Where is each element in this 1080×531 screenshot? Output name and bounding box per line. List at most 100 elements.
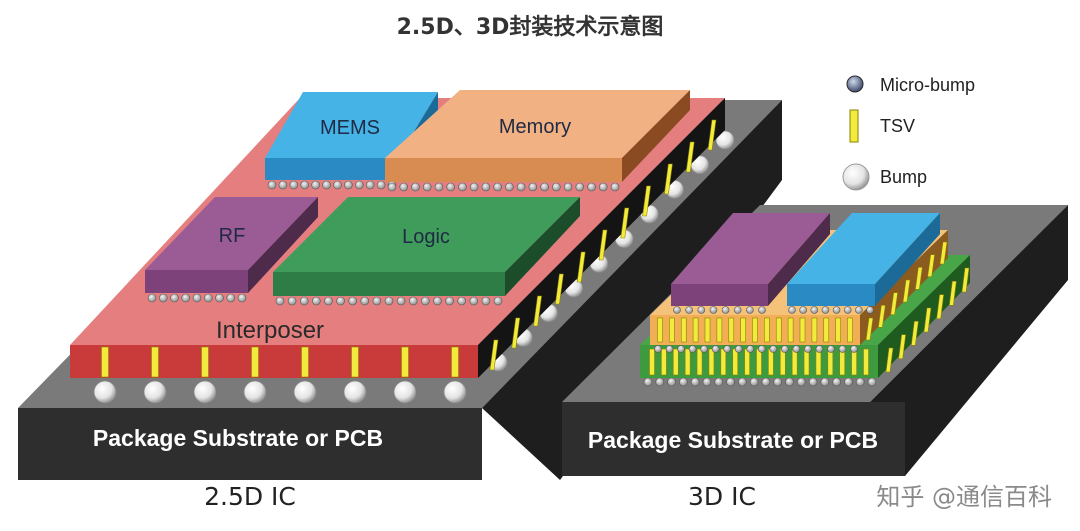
micro-bump <box>610 182 620 192</box>
tsv <box>740 317 746 343</box>
micro-bump <box>796 377 806 387</box>
micro-bump <box>446 182 455 192</box>
micro-bump <box>867 377 877 387</box>
tsv <box>803 348 810 376</box>
tsv <box>598 229 608 261</box>
tsv <box>914 267 923 290</box>
tsv <box>768 348 774 376</box>
micro-bump <box>300 180 310 190</box>
chip-memory: Memory <box>385 90 690 182</box>
micro-bump <box>746 345 755 353</box>
micro-bump <box>384 296 394 306</box>
tsv <box>851 348 857 376</box>
micro-bump <box>749 377 759 387</box>
micro-bump <box>821 306 830 314</box>
tsv <box>696 348 703 376</box>
micro-bump <box>411 182 420 192</box>
micro-bump <box>757 345 766 353</box>
micro-bump <box>354 180 364 190</box>
micro-bump <box>422 182 432 192</box>
micro-bump <box>215 293 224 303</box>
bump-ball <box>293 380 317 404</box>
micro-bump <box>372 296 382 306</box>
micro-bump <box>408 296 418 306</box>
bump-ball <box>343 380 367 404</box>
micro-bump <box>203 293 213 303</box>
micro-bump <box>738 377 747 387</box>
tsv <box>555 273 564 305</box>
micro-bump <box>655 377 665 387</box>
micro-bump <box>688 345 697 353</box>
chip-blue-3d <box>787 213 940 306</box>
micro-bump <box>505 182 514 192</box>
bump-ball <box>243 380 267 404</box>
micro-bump <box>563 182 573 192</box>
micro-bump <box>493 182 502 192</box>
micro-bump <box>528 182 538 192</box>
micro-bump <box>792 345 801 353</box>
micro-bump <box>723 345 731 353</box>
micro-bump <box>804 345 812 353</box>
micro-bump <box>697 306 706 314</box>
tsv <box>791 348 798 376</box>
tsv <box>948 281 957 306</box>
micro-bump <box>702 377 712 387</box>
tsv <box>707 119 717 151</box>
tsv <box>961 267 970 293</box>
chip-label-rf: RF <box>219 225 246 247</box>
tsv <box>533 295 542 327</box>
ic-2-5d: Package Substrate or PCB Interposer MEMS <box>18 90 782 511</box>
micro-bump <box>587 182 596 192</box>
tsv <box>732 348 739 376</box>
micro-bump <box>700 345 708 353</box>
micro-bumps-3d-blue <box>788 306 874 314</box>
tsv <box>620 207 630 239</box>
tsv <box>815 348 822 376</box>
micro-bump <box>820 377 830 387</box>
micro-bump <box>434 182 444 192</box>
micro-bump <box>667 377 676 387</box>
tsv <box>890 292 899 315</box>
tsv <box>661 348 667 376</box>
tsv-column-3d-green <box>885 267 970 373</box>
chip-label-logic: Logic <box>402 226 450 248</box>
micro-bump <box>387 182 397 192</box>
tsv <box>752 317 758 343</box>
tsv <box>835 317 841 343</box>
micro-bump <box>445 296 454 306</box>
micro-bump <box>673 306 681 314</box>
tsv <box>787 317 794 343</box>
substrate-label-3d: Package Substrate or PCB <box>588 427 878 453</box>
tsv <box>451 346 459 378</box>
legend-label-tsv: TSV <box>880 116 915 136</box>
micro-bump <box>324 296 333 306</box>
tsv <box>898 334 907 359</box>
micro-bump <box>855 306 863 314</box>
micro-bumps-3d-mid <box>654 345 858 353</box>
micro-bump <box>287 296 297 306</box>
tsv <box>708 348 715 376</box>
micro-bump <box>769 345 778 353</box>
micro-bump <box>181 293 191 303</box>
legend: Micro-bump TSV Bump <box>842 75 975 191</box>
legend-item-bump: Bump <box>842 163 927 191</box>
micro-bump <box>721 306 730 314</box>
micro-bump <box>679 377 688 387</box>
micro-bump <box>799 306 807 314</box>
tsv <box>151 346 159 378</box>
micro-bump <box>733 306 742 314</box>
micro-bump <box>785 377 794 387</box>
micro-bump <box>289 180 299 190</box>
micro-bump <box>275 296 285 306</box>
tsv <box>939 241 948 265</box>
micro-bump <box>690 377 700 387</box>
tsv-row-2-5d <box>101 346 459 378</box>
micro-bump <box>773 377 782 387</box>
tsv <box>779 348 786 376</box>
micro-bumps-logic <box>275 296 503 306</box>
tsv <box>692 317 699 343</box>
tsv <box>902 279 911 303</box>
chip-logic: Logic <box>273 197 580 296</box>
ic-3d: Package Substrate or PCB <box>562 205 1068 511</box>
